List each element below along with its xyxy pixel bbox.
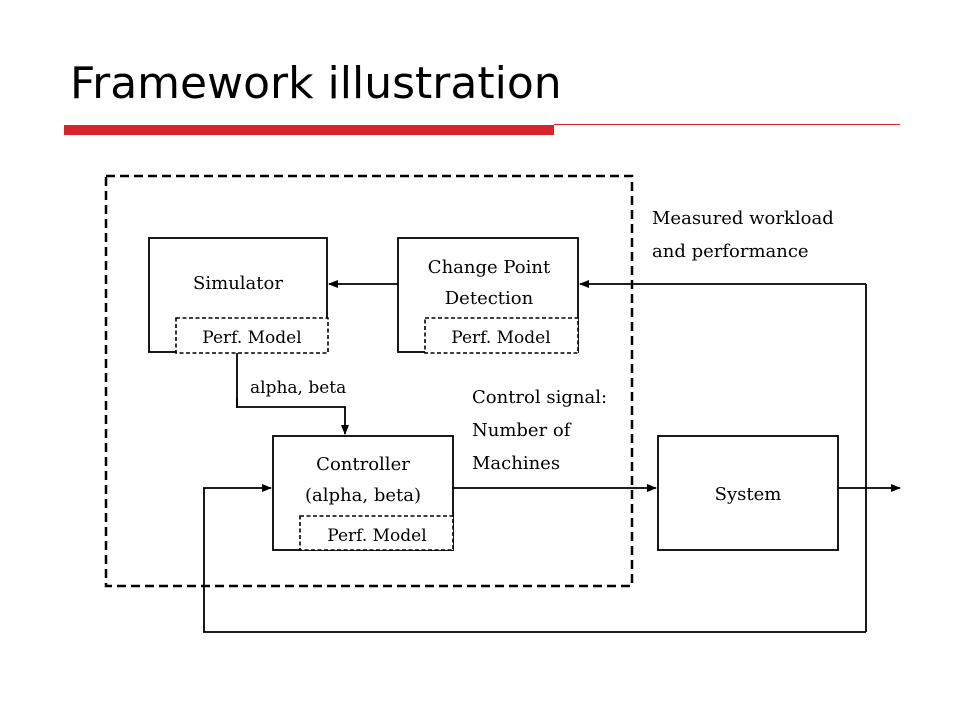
system-label: System	[715, 484, 782, 505]
controller-label-line1: Controller	[316, 454, 410, 475]
change-point-label-line1: Change Point	[428, 257, 551, 278]
label-alpha-beta: alpha, beta	[250, 378, 346, 398]
simulator-block: Simulator Perf. Model	[148, 237, 329, 354]
controller-label-line2: (alpha, beta)	[305, 485, 421, 506]
label-measured-line1: Measured workload	[652, 208, 834, 229]
change-point-perf-model: Perf. Model	[451, 328, 550, 348]
controller-block: Controller (alpha, beta) Perf. Model	[272, 435, 454, 551]
label-measured-line2: and performance	[652, 241, 809, 262]
title-rule-thick	[64, 125, 554, 135]
arrow-simulator-to-controller	[236, 353, 349, 435]
system-block: System	[657, 435, 839, 551]
label-control-signal-line2: Number of	[472, 420, 572, 441]
slide-title: Framework illustration	[70, 58, 562, 109]
simulator-label: Simulator	[193, 273, 283, 294]
title-rule-thin	[554, 124, 900, 125]
arrow-feedback-to-controller	[203, 484, 866, 633]
label-control-signal-line1: Control signal:	[472, 387, 607, 408]
change-point-detection-block: Change Point Detection Perf. Model	[397, 237, 579, 354]
controller-perf-model: Perf. Model	[327, 526, 426, 546]
change-point-label-line2: Detection	[445, 288, 534, 309]
simulator-perf-model: Perf. Model	[202, 328, 301, 348]
outer-dashed-boundary	[104, 174, 634, 588]
label-control-signal-line3: Machines	[472, 453, 560, 474]
